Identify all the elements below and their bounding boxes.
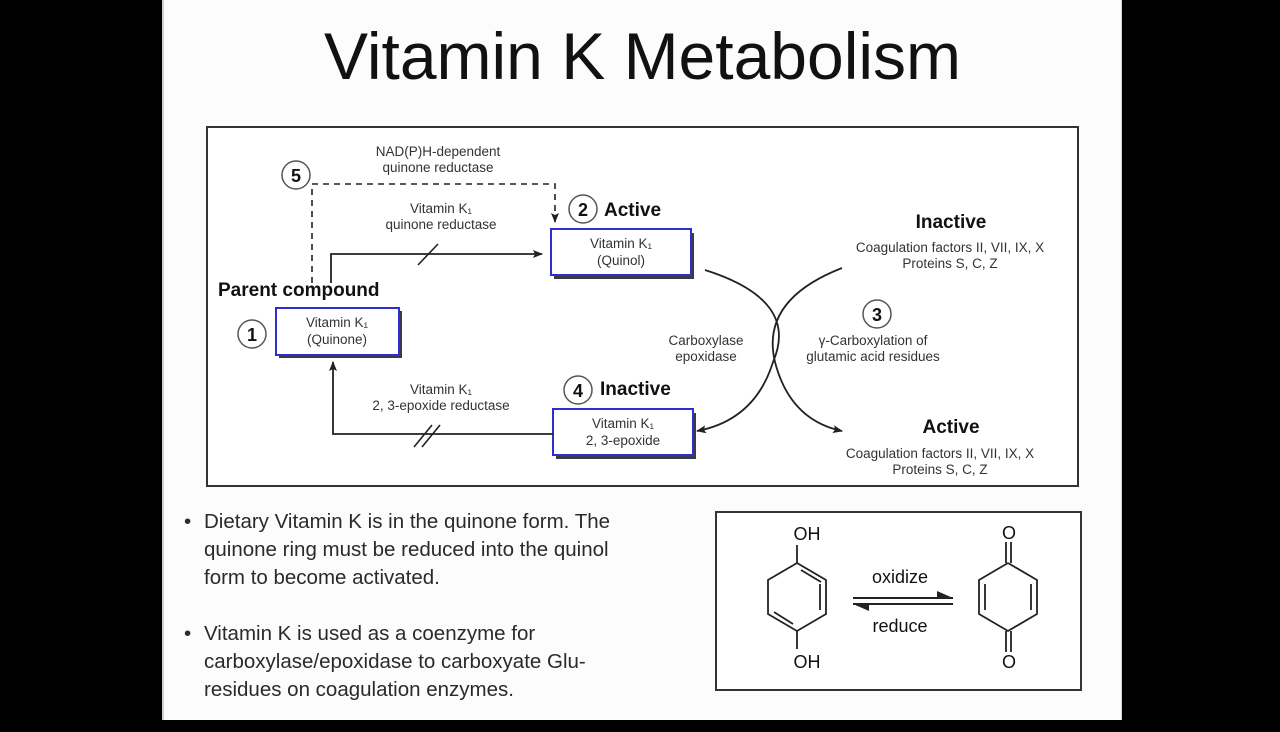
step5-badge: 5 <box>281 160 311 190</box>
node-epoxide-status: Inactive <box>600 379 671 400</box>
carboxylase-line2: epoxidase <box>675 349 737 364</box>
step2-number: 2 <box>578 200 588 220</box>
node-quinol-line2: (Quinol) <box>597 253 645 268</box>
quinone-reductase-line1: Vitamin K₁ <box>410 201 473 216</box>
step5-path <box>311 183 559 283</box>
benzoquinone-bottom-group: O <box>1002 652 1016 672</box>
step3-line2: glutamic acid residues <box>806 349 940 364</box>
step1-number: 1 <box>247 325 257 345</box>
active-factors-status: Active <box>922 417 979 438</box>
inhibition-mark <box>417 243 439 266</box>
step2-badge: 2 <box>568 194 598 224</box>
arc-inactive-to-active <box>771 267 843 434</box>
node-epoxide-line1: Vitamin K₁ <box>592 416 655 431</box>
bullet-line: quinone ring must be reduced into the qu… <box>204 538 609 561</box>
epoxide-reductase-path <box>329 361 553 448</box>
step3-badge: 3 <box>862 299 892 329</box>
node-quinone-line1: Vitamin K₁ <box>306 315 369 330</box>
parent-compound-label: Parent compound <box>218 280 380 301</box>
active-factors-line2: Proteins S, C, Z <box>892 462 987 477</box>
benzoquinone-top-group: O <box>1002 523 1016 543</box>
bullet-list: • Dietary Vitamin K is in the quinone fo… <box>172 508 712 732</box>
step5-enzyme-line1: NAD(P)H-dependent <box>376 144 501 159</box>
hydroquinone-top-group: OH <box>794 524 821 544</box>
quinone-reductase-line2: quinone reductase <box>385 217 496 232</box>
step4-number: 4 <box>573 381 583 401</box>
step3-number: 3 <box>872 305 882 325</box>
node-epoxide-line2: 2, 3-epoxide <box>586 433 660 448</box>
step5-number: 5 <box>291 166 301 186</box>
bullet-line: form to become activated. <box>204 566 440 589</box>
bullet-item: • Dietary Vitamin K is in the quinone fo… <box>172 508 712 592</box>
bullet-line: Vitamin K is used as a coenzyme for <box>204 622 536 645</box>
inhibition-mark-1 <box>413 424 433 448</box>
bullet-line: Dietary Vitamin K is in the quinone form… <box>204 510 611 533</box>
quinone-reductase-path <box>330 243 543 283</box>
inactive-factors-line1: Coagulation factors II, VII, IX, X <box>856 240 1044 255</box>
equilibrium-arrows <box>853 591 953 611</box>
benzoquinone-structure <box>978 542 1038 652</box>
inactive-factors-status: Inactive <box>916 212 987 233</box>
node-quinol-status: Active <box>604 200 661 221</box>
bullet-line: residues on coagulation enzymes. <box>204 678 514 701</box>
node-epoxide: Vitamin K₁ 2, 3-epoxide <box>552 408 696 459</box>
epoxide-reductase-line2: 2, 3-epoxide reductase <box>372 398 509 413</box>
slide-title: Vitamin K Metabolism <box>323 19 962 93</box>
step4-badge: 4 <box>563 375 593 405</box>
step3-line1: γ-Carboxylation of <box>819 333 928 348</box>
step1-badge: 1 <box>237 319 267 349</box>
oxidize-label: oxidize <box>872 567 928 587</box>
node-quinol: Vitamin K₁ (Quinol) <box>550 228 694 279</box>
arc-quinol-to-epoxide <box>696 269 780 434</box>
inactive-factors-line2: Proteins S, C, Z <box>902 256 997 271</box>
hydroquinone-structure <box>767 545 827 649</box>
reduce-label: reduce <box>872 616 927 636</box>
hydroquinone-bottom-group: OH <box>794 652 821 672</box>
bullet-marker: • <box>184 622 192 645</box>
bullet-marker: • <box>184 510 192 533</box>
active-factors-line1: Coagulation factors II, VII, IX, X <box>846 446 1034 461</box>
inhibition-mark-2 <box>421 424 441 448</box>
node-quinone-line2: (Quinone) <box>307 332 367 347</box>
node-quinol-line1: Vitamin K₁ <box>590 236 653 251</box>
bullet-item: • Vitamin K is used as a coenzyme for ca… <box>172 620 712 704</box>
epoxide-reductase-line1: Vitamin K₁ <box>410 382 473 397</box>
node-quinone: Vitamin K₁ (Quinone) <box>275 307 402 358</box>
step5-enzyme-line2: quinone reductase <box>382 160 493 175</box>
carboxylase-line1: Carboxylase <box>668 333 743 348</box>
bullet-line: carboxylase/epoxidase to carboxyate Glu- <box>204 650 586 673</box>
structure-frame <box>715 511 1082 691</box>
